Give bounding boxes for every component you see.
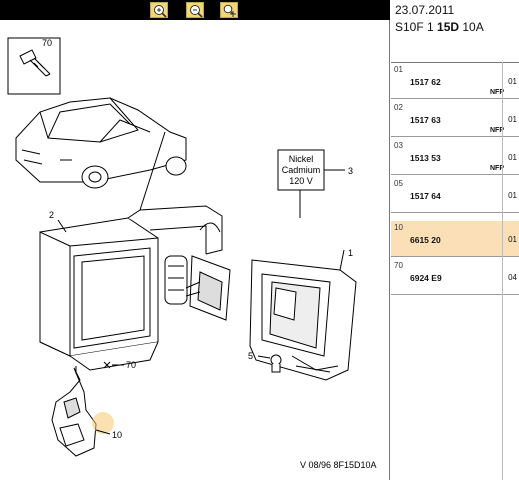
- zoom-in-icon: [154, 5, 167, 18]
- parts-row-03[interactable]: 03 1513 53 NFP 01: [391, 139, 519, 175]
- toolbar: [0, 0, 390, 20]
- actuator-motor: [51, 366, 97, 457]
- screw-5: [270, 354, 282, 373]
- nfp-flag: NFP: [490, 165, 504, 172]
- parts-row-70[interactable]: 70 6924 E9 04: [391, 259, 519, 295]
- row-number: 70: [394, 261, 403, 270]
- date-text: 23.07.2011: [395, 3, 455, 17]
- zoom-in-button[interactable]: [150, 2, 168, 18]
- parts-list: 01 1517 62 NFP 01 02 1517 63 NFP 01 03 1…: [391, 62, 519, 481]
- callout-1: 1: [348, 248, 353, 258]
- bolt-marker: [103, 361, 124, 369]
- quantity: 01: [508, 235, 517, 244]
- nfp-flag: NFP: [490, 127, 504, 134]
- callout-5: 5: [248, 351, 253, 361]
- battery-label-line2: Cadmium: [282, 165, 321, 175]
- pan-icon: [223, 4, 236, 17]
- quantity: 01: [508, 153, 517, 162]
- model-code-bold: 15D: [437, 20, 460, 34]
- row-number: 02: [394, 103, 403, 112]
- callout-3: 3: [348, 166, 353, 176]
- selection-highlight: [92, 412, 114, 434]
- callout-70-top: 70: [42, 38, 52, 48]
- fuel-door-panel: [249, 259, 357, 381]
- quantity: 01: [508, 191, 517, 200]
- parts-diagram: 70 Nickel Cadmium 120 V 3: [0, 20, 390, 480]
- part-reference: 1517 64: [410, 191, 441, 201]
- part-reference: 6615 20: [410, 235, 441, 245]
- parts-row-02[interactable]: 02 1517 63 NFP 01: [391, 101, 519, 137]
- nfp-flag: NFP: [490, 89, 504, 96]
- quantity: 01: [508, 115, 517, 124]
- model-code: S10F 1 15D 10A: [395, 20, 484, 34]
- callout-70-bottom: 70: [126, 360, 136, 370]
- column-divider: [502, 62, 503, 480]
- model-code-prefix: S10F 1: [395, 20, 438, 34]
- battery-label-box: Nickel Cadmium 120 V: [277, 149, 345, 218]
- parts-row-01[interactable]: 01 1517 62 NFP 01: [391, 63, 519, 99]
- quantity: 01: [508, 77, 517, 86]
- car-illustration: [15, 97, 187, 189]
- part-reference: 6924 E9: [410, 273, 442, 283]
- quantity: 04: [508, 273, 517, 282]
- model-code-suffix: 10A: [459, 20, 484, 34]
- info-header: 23.07.2011 S10F 1 15D 10A: [391, 0, 519, 62]
- zoom-out-button[interactable]: [186, 2, 204, 18]
- zoom-out-icon: [190, 5, 203, 18]
- callout-2: 2: [49, 210, 54, 220]
- diagram-footer-ref: V 08/96 8F15D10A: [300, 460, 377, 470]
- row-number: 03: [394, 141, 403, 150]
- part-reference: 1517 63: [410, 115, 441, 125]
- parts-row-10-selected[interactable]: 10 6615 20 01: [391, 221, 519, 257]
- parts-row-05[interactable]: 05 1517 64 01: [391, 177, 519, 213]
- battery-label-line3: 120 V: [289, 176, 313, 186]
- pan-zoom-button[interactable]: [220, 2, 238, 18]
- bolt-illustration: [7, 37, 61, 95]
- battery-label-line1: Nickel: [289, 154, 314, 164]
- callout-10: 10: [112, 430, 122, 440]
- hinge-mechanism: [164, 222, 231, 321]
- row-number: 01: [394, 65, 403, 74]
- row-number: 05: [394, 179, 403, 188]
- part-reference: 1517 62: [410, 77, 441, 87]
- exploded-view-drawing: 70 Nickel Cadmium 120 V 3: [7, 37, 377, 470]
- part-reference: 1513 53: [410, 153, 441, 163]
- row-number: 10: [394, 223, 403, 232]
- battery-compartment: [39, 205, 223, 371]
